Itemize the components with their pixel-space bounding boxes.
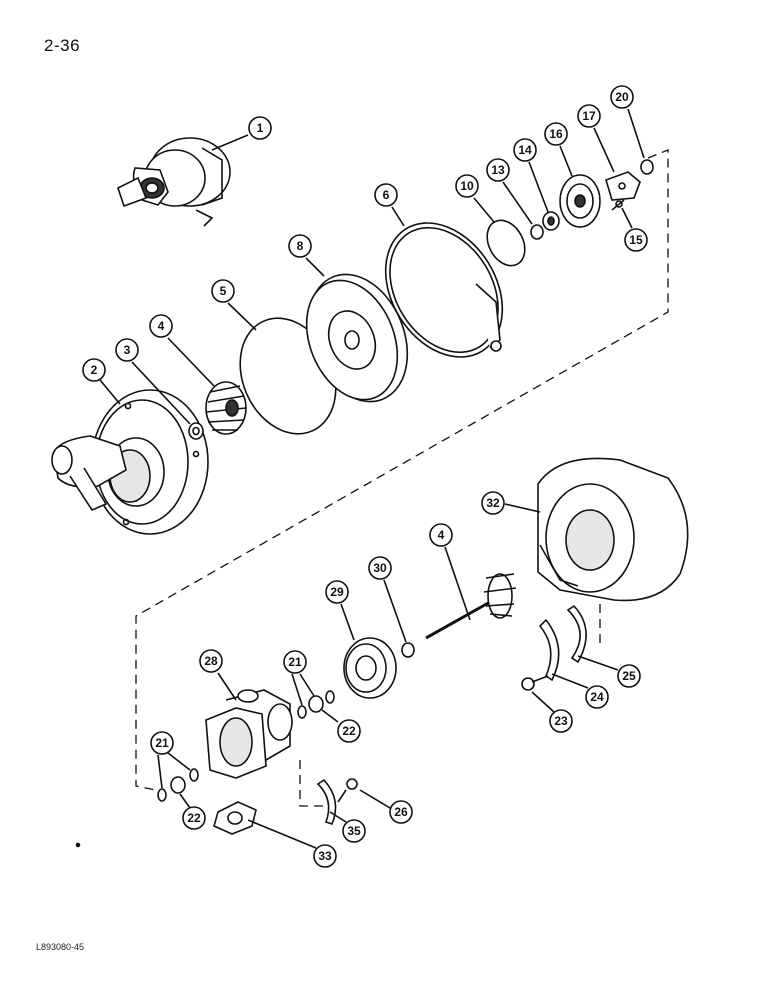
callout: 13 <box>486 158 533 225</box>
seal-ring-30 <box>401 642 415 658</box>
svg-text:33: 33 <box>318 849 332 863</box>
bearing-22-lower <box>170 776 186 794</box>
svg-text:25: 25 <box>622 669 636 683</box>
callout: 35 <box>329 811 366 843</box>
bolt-23 <box>521 675 549 691</box>
svg-text:21: 21 <box>288 655 302 669</box>
seal-plate-29 <box>343 637 397 699</box>
callout: 14 <box>513 138 549 213</box>
stray-mark <box>75 842 81 848</box>
callout: 25 <box>577 655 641 688</box>
callout: 17 <box>577 104 615 173</box>
svg-text:23: 23 <box>554 714 568 728</box>
callout: 22 <box>321 709 361 743</box>
callout: 26 <box>359 789 413 824</box>
thrust-collar <box>542 211 560 231</box>
lock-plate-24 <box>538 618 560 682</box>
assembly-guide-lines <box>135 149 669 807</box>
callout: 6 <box>374 183 405 227</box>
turbine-wheel-shaft <box>425 573 517 640</box>
compressor-wheel <box>205 381 247 435</box>
turbine-housing <box>537 457 689 602</box>
lock-plate-25 <box>566 604 587 664</box>
svg-text:17: 17 <box>582 109 596 123</box>
callout: 22 <box>179 793 206 830</box>
svg-text:15: 15 <box>629 233 643 247</box>
callout: 32 <box>481 491 541 515</box>
svg-text:22: 22 <box>187 811 201 825</box>
seal-ring-21-upper <box>297 705 307 719</box>
seal-ring-21-lower-b <box>189 768 199 782</box>
callout: 21 <box>150 731 191 789</box>
callout: 15 <box>621 207 648 252</box>
svg-text:6: 6 <box>383 188 390 202</box>
callout: 1 <box>211 116 272 151</box>
oil-deflector <box>605 171 641 201</box>
svg-text:3: 3 <box>124 343 131 357</box>
seal-ring-21-lower <box>157 788 167 802</box>
svg-text:35: 35 <box>347 824 361 838</box>
callout: 21 <box>283 650 315 706</box>
svg-text:24: 24 <box>590 690 604 704</box>
callout: 20 <box>610 85 645 159</box>
spacer-sleeve <box>530 224 544 240</box>
seal-ring-21-upper-b <box>325 690 335 704</box>
screw-26 <box>337 778 358 803</box>
compressor-nut <box>188 422 204 440</box>
callout: 4 <box>149 314 215 387</box>
svg-text:28: 28 <box>204 654 218 668</box>
callout: 2 <box>82 358 121 405</box>
callout: 24 <box>551 673 609 709</box>
lock-plate-35 <box>316 778 337 825</box>
svg-text:16: 16 <box>549 127 563 141</box>
gasket <box>213 801 257 835</box>
turbocharger-assembly <box>117 137 231 227</box>
svg-text:21: 21 <box>155 736 169 750</box>
compressor-backplate <box>305 273 409 403</box>
callout: 30 <box>368 556 407 643</box>
drawing-code: L893080-45 <box>36 942 85 952</box>
svg-text:22: 22 <box>342 724 356 738</box>
svg-text:29: 29 <box>330 585 344 599</box>
svg-text:10: 10 <box>460 179 474 193</box>
callout: 23 <box>531 691 573 733</box>
callout: 28 <box>199 649 237 701</box>
svg-text:14: 14 <box>518 143 532 157</box>
svg-text:8: 8 <box>297 239 304 253</box>
thrust-bearing-plate <box>559 174 601 228</box>
svg-text:5: 5 <box>220 284 227 298</box>
svg-text:2: 2 <box>91 363 98 377</box>
svg-text:30: 30 <box>373 561 387 575</box>
svg-text:4: 4 <box>438 528 445 542</box>
screw-15 <box>611 199 625 211</box>
callout: 4 <box>429 523 471 621</box>
snap-ring <box>486 219 526 267</box>
callout: 10 <box>455 174 495 223</box>
callout: 8 <box>288 234 325 277</box>
bearing-housing <box>205 689 293 779</box>
callout: 16 <box>544 122 573 177</box>
page-number: 2-36 <box>44 36 81 55</box>
callout: 5 <box>211 279 257 331</box>
bearing-22-upper <box>308 695 324 713</box>
svg-text:20: 20 <box>615 90 629 104</box>
callout: 29 <box>325 580 355 641</box>
svg-text:32: 32 <box>486 496 500 510</box>
callout: 3 <box>115 338 191 425</box>
svg-text:4: 4 <box>158 319 165 333</box>
svg-text:26: 26 <box>394 805 408 819</box>
callout: 33 <box>247 819 337 868</box>
compressor-housing <box>51 389 209 535</box>
v-band-clamp <box>384 222 504 358</box>
callout-label: 1 <box>257 121 264 135</box>
svg-text:13: 13 <box>491 163 505 177</box>
bushing-20 <box>640 159 654 175</box>
